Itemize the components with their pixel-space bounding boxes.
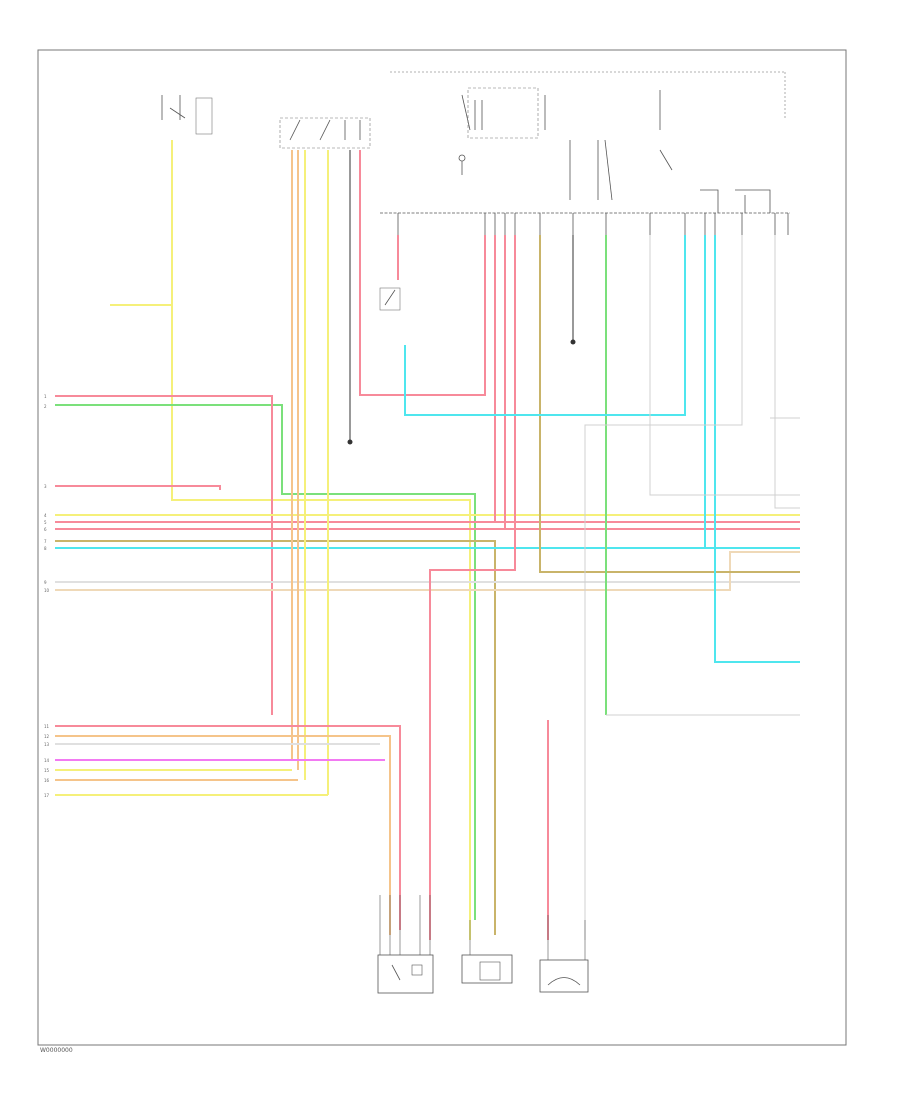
wire-green: [55, 404, 476, 920]
wire-pink-col-1: [359, 150, 486, 396]
svg-text:12: 12: [44, 734, 50, 739]
component-bottom-middle: [461, 954, 513, 984]
wire-gray-2: [584, 235, 743, 940]
svg-text:1: 1: [44, 394, 47, 399]
svg-text:7: 7: [44, 539, 47, 544]
wire-lower-1: [55, 725, 401, 930]
wire-pink-col-4: [429, 235, 516, 940]
wire-pink-stub: [55, 485, 221, 490]
component-bottom-right: [539, 959, 589, 993]
wire-lower-2: [55, 735, 391, 935]
svg-text:4: 4: [44, 513, 47, 518]
bottom-connectors: [379, 895, 586, 960]
fuse-block: [380, 87, 790, 235]
component-bottom-left: [377, 954, 434, 994]
svg-text:16: 16: [44, 778, 50, 783]
grounds: [347, 287, 576, 445]
switch-upper-middle: [279, 117, 371, 149]
svg-text:14: 14: [44, 758, 50, 763]
svg-text:13: 13: [44, 742, 50, 747]
wire-cyan-3: [714, 235, 800, 663]
svg-text:6: 6: [44, 527, 47, 532]
svg-text:5: 5: [44, 520, 47, 525]
wire-olive: [539, 235, 800, 573]
svg-text:2: 2: [44, 404, 47, 409]
svg-text:15: 15: [44, 768, 50, 773]
diagram-border: [37, 49, 847, 1046]
svg-text:11: 11: [44, 724, 50, 729]
wire-bus-4: [55, 540, 496, 935]
wire-pink-left: [55, 395, 273, 715]
switch-upper-left: [161, 95, 213, 135]
wire-gray-3: [774, 235, 800, 509]
wire-cyan-1: [404, 235, 686, 416]
svg-text:10: 10: [44, 588, 50, 593]
svg-text:3: 3: [44, 484, 47, 489]
svg-text:17: 17: [44, 793, 50, 798]
svg-text:8: 8: [44, 546, 47, 551]
wire-harness: [55, 140, 800, 940]
svg-text:9: 9: [44, 580, 47, 585]
reference-code: W0000000: [40, 1047, 73, 1054]
wire-gray-1: [649, 235, 800, 496]
wire-yellow-main: [171, 140, 471, 940]
